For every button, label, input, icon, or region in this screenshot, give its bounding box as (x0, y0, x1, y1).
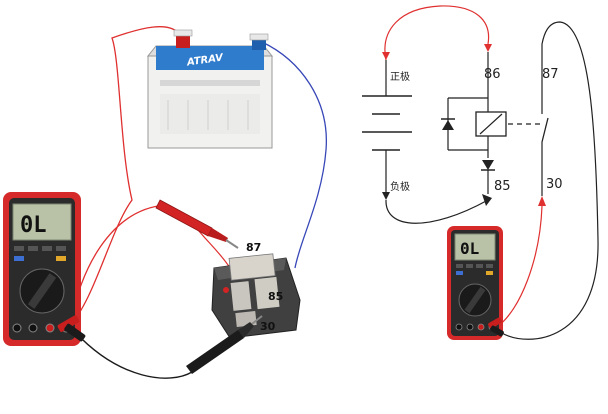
black-wire-probe (74, 331, 193, 379)
red-wire-probe (69, 204, 166, 327)
battery-negative-label: 负极 (390, 180, 410, 193)
schematic-black-return (385, 199, 489, 224)
schematic-red-lead (497, 205, 543, 327)
black-probe (186, 315, 263, 374)
red-wire-battery (67, 26, 181, 329)
car-battery: ATRAV (146, 29, 274, 149)
schematic-series-diode (482, 160, 494, 170)
battery-positive-terminal (173, 29, 193, 48)
blue-wire-battery (261, 41, 327, 269)
pin-87-label: 87 (542, 67, 559, 82)
relay-pin-87-label: 87 (246, 241, 261, 254)
schematic-relay: 86 85 (441, 52, 540, 194)
battery-negative-terminal (249, 33, 269, 50)
red-probe (155, 199, 239, 249)
schematic-red-loop (384, 5, 490, 61)
relay-pin-85-label: 85 (268, 290, 283, 303)
right-multimeter: 0L (447, 226, 504, 340)
battery-brand-label: ATRAV (185, 52, 225, 68)
schematic-black-lead (499, 21, 599, 340)
left-meter-display: 0L (20, 213, 47, 238)
pin-85-label: 85 (494, 179, 511, 194)
battery-positive-label: 正极 (390, 70, 410, 83)
left-multimeter: 0L (3, 192, 86, 346)
relay-pin-30-label: 30 (260, 320, 276, 333)
physical-relay: 87 85 30 (211, 241, 301, 339)
schematic-switch: 87 30 (541, 44, 563, 196)
right-meter-display: 0L (460, 239, 479, 258)
schematic-flyback-diode (442, 120, 454, 130)
pin-86-label: 86 (484, 67, 501, 82)
schematic-battery: 正极 负极 (362, 60, 412, 200)
pin-30-label: 30 (546, 177, 563, 192)
